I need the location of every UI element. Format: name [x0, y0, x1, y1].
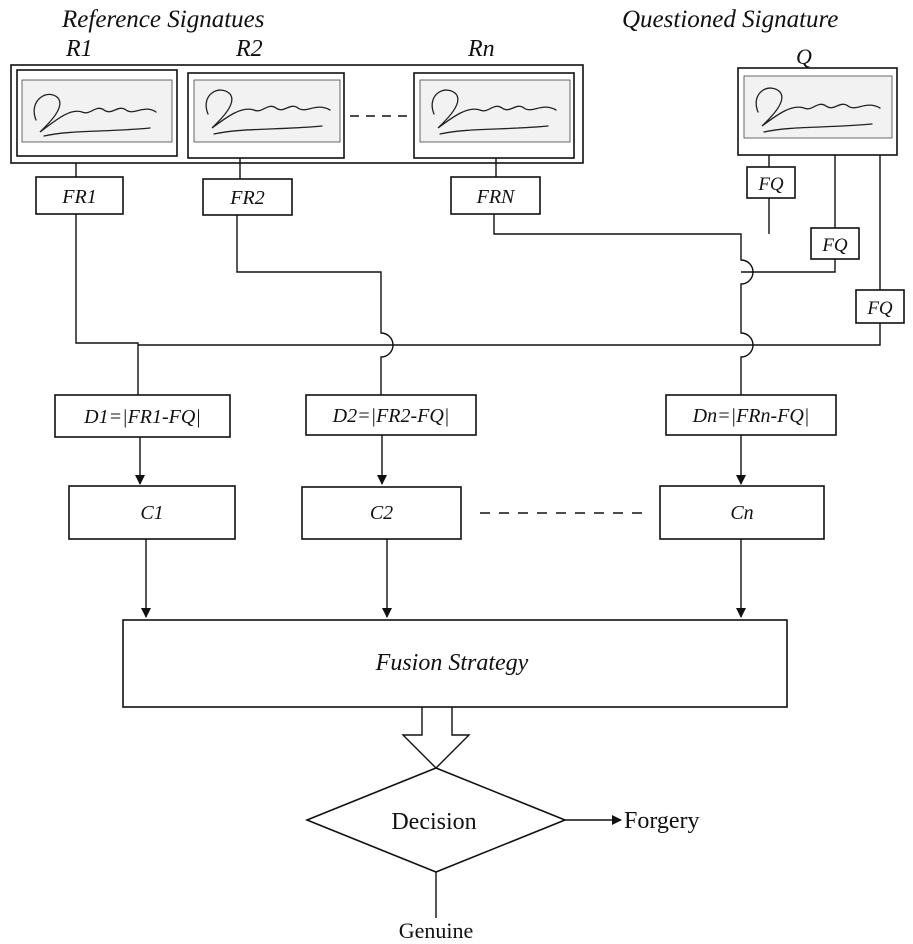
svg-text:FQ: FQ: [866, 298, 893, 319]
distance-box-d2: D2=|FR2-FQ|: [305, 394, 477, 436]
connector-fq2-line: [741, 259, 836, 273]
questioned-label-q: Q: [796, 44, 812, 69]
feature-box-fq-1: FQ: [746, 166, 796, 199]
questioned-signature-image: [737, 67, 898, 156]
svg-text:Fusion Strategy: Fusion Strategy: [375, 650, 529, 676]
questioned-signature-heading: Questioned Signature: [622, 6, 838, 33]
connector-fq3-bus: [138, 323, 881, 346]
reference-label-r2: R2: [235, 36, 263, 62]
svg-text:FR2: FR2: [229, 187, 264, 209]
feature-box-fr2: FR2: [202, 178, 293, 216]
reference-label-rn: Rn: [467, 36, 495, 62]
svg-text:FQ: FQ: [821, 235, 848, 256]
forgery-label: Forgery: [624, 808, 700, 834]
connector-fr1-d1: [75, 214, 139, 395]
feature-box-fq-3: FQ: [855, 289, 905, 324]
svg-text:Decision: Decision: [391, 809, 476, 835]
feature-box-fr1: FR1: [35, 176, 124, 215]
decision-diamond: Decision: [304, 767, 568, 873]
fusion-strategy-box: Fusion Strategy: [122, 619, 788, 708]
svg-text:C2: C2: [370, 502, 393, 524]
svg-text:FR1: FR1: [61, 186, 96, 208]
block-arrow-fusion-decision: [401, 707, 471, 769]
distance-box-dn: Dn=|FRn-FQ|: [665, 394, 837, 436]
feature-box-frn: FRN: [450, 176, 541, 215]
svg-text:Dn=|FRn-FQ|: Dn=|FRn-FQ|: [692, 405, 810, 427]
genuine-label: Genuine: [399, 918, 474, 943]
distance-box-d1: D1=|FR1-FQ|: [54, 394, 231, 438]
svg-text:D2=|FR2-FQ|: D2=|FR2-FQ|: [332, 405, 450, 427]
reference-signatures-heading: Reference Signatues: [61, 6, 264, 33]
classifier-box-c2: C2: [301, 486, 462, 540]
reference-signature-image-1: [16, 69, 178, 157]
svg-text:Cn: Cn: [730, 502, 753, 524]
feature-box-fq-2: FQ: [810, 227, 860, 260]
reference-signature-image-n: [413, 72, 575, 159]
reference-signature-image-2: [187, 72, 345, 159]
classifier-box-c1: C1: [68, 485, 236, 540]
reference-label-r1: R1: [65, 36, 93, 62]
svg-text:FQ: FQ: [757, 174, 784, 195]
svg-text:FRN: FRN: [476, 186, 516, 208]
classifier-box-cn: Cn: [659, 485, 825, 540]
connector-fr2-d2: [236, 215, 394, 395]
connector-frn-dn: [493, 214, 754, 395]
svg-text:D1=|FR1-FQ|: D1=|FR1-FQ|: [83, 406, 201, 428]
svg-text:C1: C1: [140, 502, 163, 524]
